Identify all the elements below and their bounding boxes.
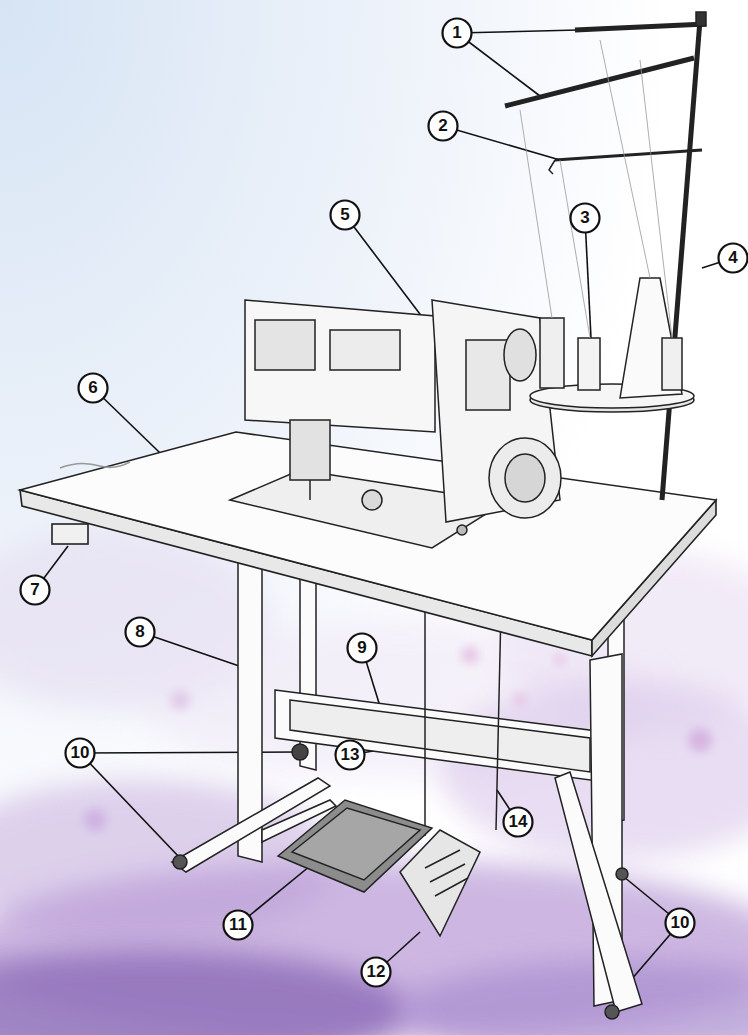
thread-stand-part bbox=[520, 40, 672, 338]
callout-number: 5 bbox=[329, 199, 361, 231]
callout-circle: 9 bbox=[346, 632, 378, 664]
callout-number: 8 bbox=[124, 616, 156, 648]
stand-frame-part bbox=[616, 868, 628, 880]
sewing-machine-part bbox=[505, 454, 545, 502]
stand-frame-part bbox=[290, 700, 590, 772]
stand-frame-part bbox=[555, 772, 642, 1012]
sewing-machine-part bbox=[309, 480, 311, 500]
watercolor-background-part bbox=[0, 950, 410, 1035]
watercolor-background-part bbox=[84, 809, 106, 831]
watercolor-background-part bbox=[554, 654, 566, 666]
thread-stand-part bbox=[620, 278, 682, 398]
callout-circle: 6 bbox=[77, 372, 109, 404]
callout-number: 9 bbox=[346, 632, 378, 664]
sewing-machine-part bbox=[489, 438, 561, 518]
thread-stand-part bbox=[549, 160, 555, 174]
table-top bbox=[20, 432, 716, 656]
watercolor-background-part bbox=[400, 960, 748, 1035]
callout-number: 4 bbox=[717, 242, 748, 274]
callout-number: 12 bbox=[360, 956, 392, 988]
callout-circle: 3 bbox=[569, 202, 601, 234]
sewing-machine-part bbox=[245, 300, 435, 432]
stand-frame-part bbox=[173, 855, 187, 869]
thread-stand-part bbox=[540, 318, 564, 388]
pedals-part bbox=[425, 850, 460, 868]
sewing-machine-part bbox=[330, 330, 400, 370]
watercolor-background-part bbox=[513, 693, 527, 707]
stand-frame-part bbox=[605, 1005, 619, 1019]
callout-number: 10 bbox=[64, 737, 96, 769]
watercolor-background-part bbox=[461, 646, 479, 664]
thread-stand bbox=[505, 12, 706, 500]
leader-lines-part bbox=[457, 30, 578, 33]
callout-circle: 4 bbox=[717, 242, 748, 274]
callout-number: 3 bbox=[569, 202, 601, 234]
stand-frame-part bbox=[275, 690, 605, 782]
callout-circle: 10 bbox=[64, 737, 96, 769]
watercolor-background-part bbox=[170, 690, 190, 710]
pedals bbox=[278, 800, 480, 936]
watercolor-background-part bbox=[688, 728, 712, 752]
callout-circle: 2 bbox=[427, 110, 459, 142]
callout-number: 11 bbox=[222, 909, 254, 941]
table-top-part bbox=[60, 462, 130, 468]
callout-number: 13 bbox=[334, 739, 366, 771]
callout-circle: 14 bbox=[502, 806, 534, 838]
callout-circle: 13 bbox=[334, 739, 366, 771]
callout-circle: 8 bbox=[124, 616, 156, 648]
pedals-part bbox=[435, 878, 468, 896]
table-top-part bbox=[52, 524, 88, 544]
sewing-machine-part bbox=[362, 490, 382, 510]
sewing-machine bbox=[230, 300, 561, 548]
sewing-machine-part bbox=[466, 340, 510, 410]
leader-lines-part bbox=[80, 752, 298, 753]
leader-lines-part bbox=[443, 126, 560, 160]
callout-number: 14 bbox=[502, 806, 534, 838]
sewing-machine-part bbox=[504, 329, 536, 381]
leader-lines-part bbox=[457, 33, 540, 96]
thread-stand-part bbox=[662, 338, 682, 390]
callout-circle: 5 bbox=[329, 199, 361, 231]
callout-number: 1 bbox=[441, 17, 473, 49]
thread-stand-part bbox=[662, 20, 700, 500]
callout-circle: 11 bbox=[222, 909, 254, 941]
callout-circle: 7 bbox=[19, 574, 51, 606]
sewing-machine-part bbox=[457, 525, 467, 535]
callout-circle: 12 bbox=[360, 956, 392, 988]
callout-number: 10 bbox=[664, 907, 696, 939]
thread-stand-part bbox=[575, 24, 706, 30]
callout-circle: 1 bbox=[441, 17, 473, 49]
callout-number: 7 bbox=[19, 574, 51, 606]
pedals-part bbox=[400, 830, 480, 936]
thread-stand-part bbox=[505, 58, 694, 106]
leader-lines-part bbox=[140, 632, 245, 668]
pedals-part bbox=[292, 808, 420, 880]
thread-stand-part bbox=[578, 338, 600, 390]
thread-stand-part bbox=[555, 150, 702, 160]
stand-frame-part bbox=[292, 744, 308, 760]
pedals-part bbox=[430, 864, 465, 882]
callout-number: 6 bbox=[77, 372, 109, 404]
sewing-machine-part bbox=[255, 320, 315, 370]
sewing-machine-part bbox=[290, 420, 330, 480]
callout-circle: 10 bbox=[664, 907, 696, 939]
table-top-part bbox=[20, 432, 716, 640]
thread-stand-part bbox=[696, 12, 706, 26]
callout-number: 2 bbox=[427, 110, 459, 142]
leader-lines-part bbox=[80, 753, 180, 858]
